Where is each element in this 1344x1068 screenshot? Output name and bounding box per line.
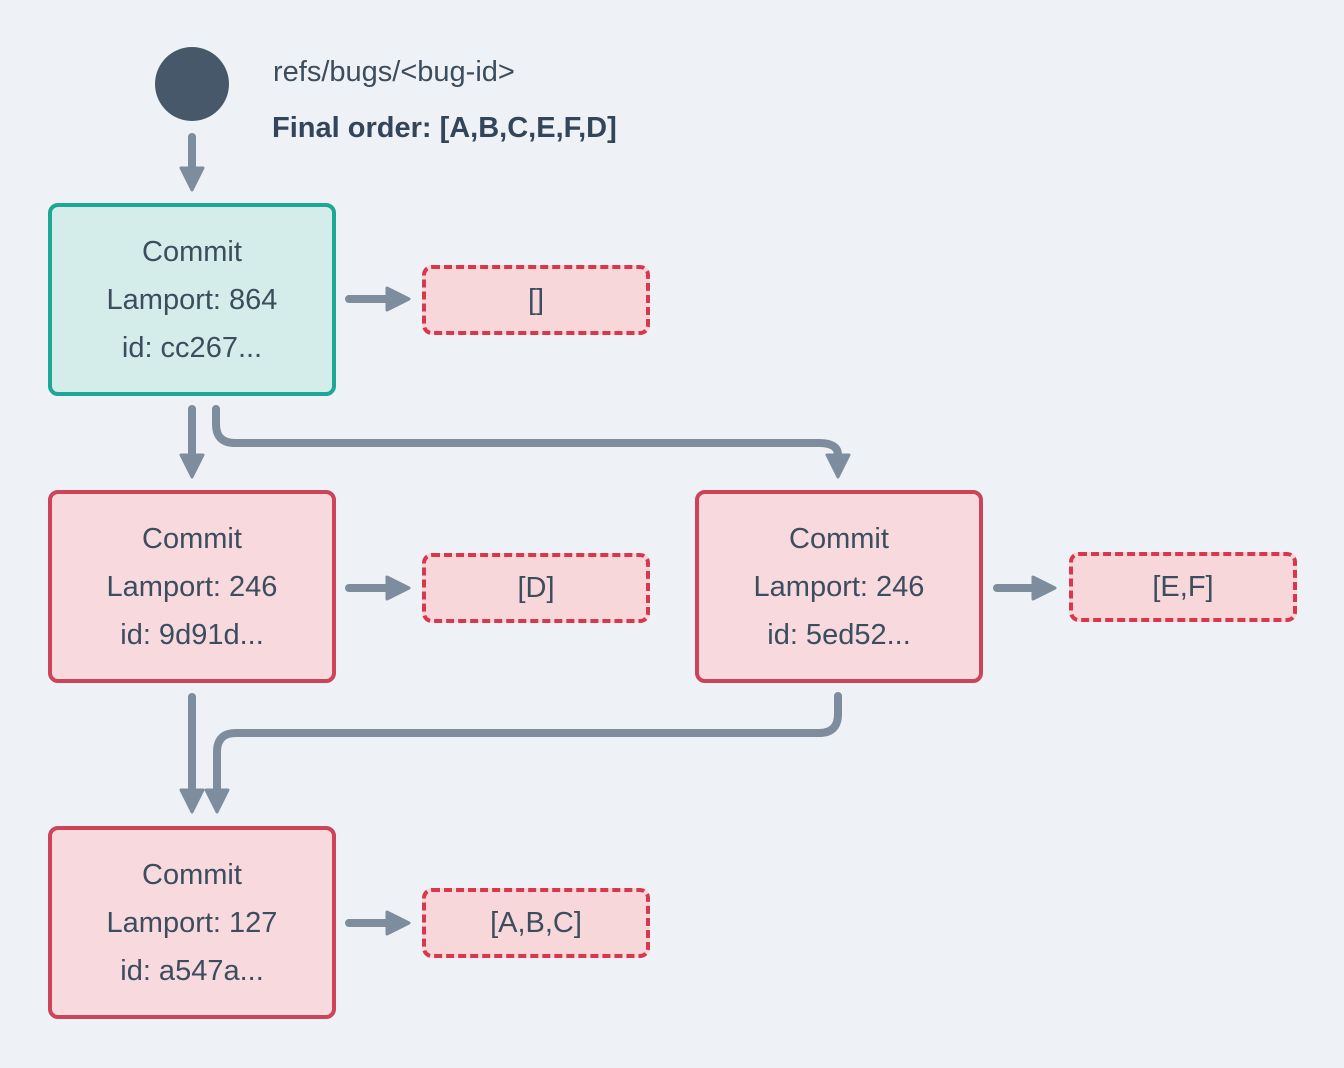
operations-box-tail: [A,B,C]	[422, 888, 650, 958]
operations-label: []	[527, 283, 545, 316]
commit-title: Commit	[142, 235, 242, 268]
commit-node-child-right: Commit Lamport: 246 id: 5ed52...	[695, 490, 983, 683]
final-order-label: Final order: [A,B,C,E,F,D]	[272, 112, 617, 144]
arrow-head-to-child-right	[212, 405, 851, 479]
commit-node-tail: Commit Lamport: 127 id: a547a...	[48, 826, 336, 1019]
commit-node-child-left: Commit Lamport: 246 id: 9d91d...	[48, 490, 336, 683]
commit-id: id: cc267...	[121, 331, 263, 364]
operations-label: [D]	[517, 571, 555, 604]
commit-title: Commit	[142, 522, 242, 555]
commit-lamport: Lamport: 864	[106, 283, 278, 316]
commit-lamport: Lamport: 127	[106, 906, 278, 939]
ref-name-label: refs/bugs/<bug-id>	[273, 56, 515, 88]
commit-title: Commit	[142, 858, 242, 891]
operations-box-child-right: [E,F]	[1069, 552, 1297, 622]
commit-id: id: 9d91d...	[120, 618, 264, 651]
commit-title: Commit	[789, 522, 889, 555]
operations-box-head: []	[422, 265, 650, 335]
arrow-child-right-to-tail	[204, 692, 842, 814]
operations-box-child-left: [D]	[422, 553, 650, 623]
commit-id: id: 5ed52...	[767, 618, 911, 651]
commit-lamport: Lamport: 246	[753, 570, 925, 603]
operations-label: [A,B,C]	[490, 906, 582, 939]
operations-label: [E,F]	[1152, 570, 1214, 603]
commit-id: id: a547a...	[120, 954, 264, 987]
commit-node-head: Commit Lamport: 864 id: cc267...	[48, 203, 336, 396]
ref-circle-icon	[155, 47, 229, 121]
commit-lamport: Lamport: 246	[106, 570, 278, 603]
